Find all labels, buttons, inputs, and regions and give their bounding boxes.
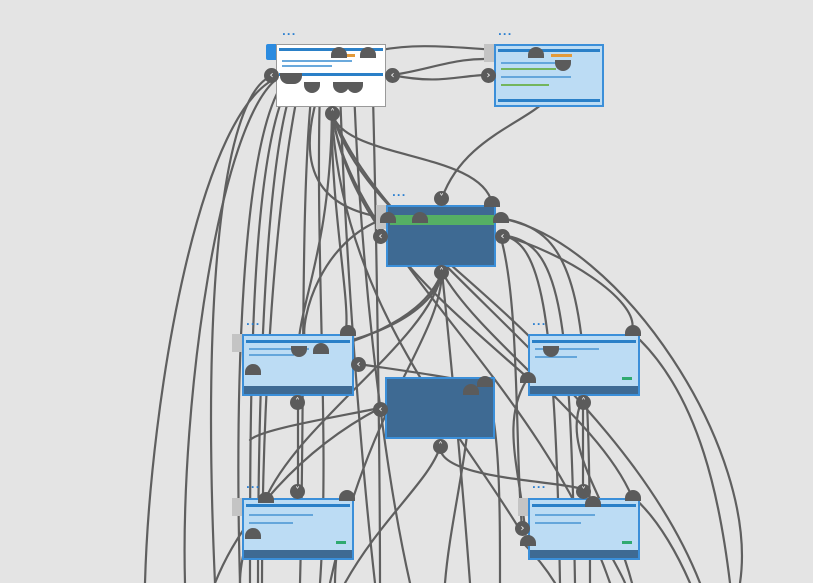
connection-port[interactable]: [280, 73, 302, 84]
chevron-down-icon[interactable]: ˅: [576, 484, 591, 499]
chevron-up-icon[interactable]: ˄: [434, 265, 449, 280]
connection-port[interactable]: [520, 535, 536, 546]
connection-port[interactable]: [331, 47, 347, 58]
thumb-row: [501, 84, 549, 86]
connection-port[interactable]: [493, 212, 509, 223]
chevron-up-icon[interactable]: ˄: [325, 106, 340, 121]
thumb-button: [336, 541, 346, 544]
thumb-row: [249, 514, 313, 516]
node-menu-dots[interactable]: ...: [246, 318, 260, 328]
thumb-footer: [244, 550, 352, 558]
thumb-header-bar: [246, 504, 350, 507]
connector: [640, 340, 730, 583]
chevron-left-icon[interactable]: ‹: [264, 68, 279, 83]
connector: [332, 112, 520, 530]
chevron-left-icon[interactable]: ‹: [385, 68, 400, 83]
chevron-left-icon[interactable]: ‹: [373, 229, 388, 244]
connector: [633, 497, 690, 583]
thumb-row: [501, 62, 561, 64]
node-menu-dots[interactable]: ...: [246, 481, 260, 491]
thumb-footer-bar: [498, 99, 600, 102]
chevron-left-icon[interactable]: ‹: [373, 402, 388, 417]
thumb-row: [535, 514, 595, 516]
chevron-up-icon[interactable]: ˄: [576, 395, 591, 410]
chevron-right-icon[interactable]: ›: [515, 521, 530, 536]
connector: [332, 112, 700, 583]
connection-port[interactable]: [340, 325, 356, 336]
connector: [345, 447, 440, 583]
node-menu-dots[interactable]: ...: [392, 189, 406, 199]
thumb-header-bar: [498, 49, 600, 52]
node-menu-dots[interactable]: ...: [532, 481, 546, 491]
thumb-highlight-bar: [551, 54, 572, 57]
connection-port[interactable]: [477, 376, 493, 387]
connection-port[interactable]: [625, 325, 641, 336]
connection-port[interactable]: [339, 490, 355, 501]
thumb-row: [249, 354, 294, 356]
node-menu-dots[interactable]: ...: [282, 28, 296, 38]
chevron-right-icon[interactable]: ›: [481, 68, 496, 83]
connection-port[interactable]: [245, 364, 261, 375]
connection-port[interactable]: [412, 212, 428, 223]
chevron-down-icon[interactable]: ˅: [434, 191, 449, 206]
connection-port[interactable]: [484, 196, 500, 207]
thumb-footer: [530, 550, 638, 558]
thumb-button: [622, 377, 632, 380]
thumb-tab-strip: [390, 215, 494, 225]
connection-port[interactable]: [245, 528, 261, 539]
connector: [372, 60, 380, 583]
screen-node-thumbnail[interactable]: [494, 44, 604, 107]
thumb-row: [501, 76, 571, 78]
connector: [298, 112, 332, 350]
thumb-header-bar: [532, 504, 636, 507]
screen-node-thumbnail[interactable]: [528, 498, 640, 560]
thumb-footer: [244, 386, 352, 394]
connection-port[interactable]: [520, 372, 536, 383]
chevron-down-icon[interactable]: ˅: [290, 484, 305, 499]
connection-port[interactable]: [380, 212, 396, 223]
connector: [354, 88, 410, 583]
chevron-up-icon[interactable]: ˄: [433, 439, 448, 454]
screen-node-thumbnail[interactable]: [242, 498, 354, 560]
connection-port[interactable]: [360, 47, 376, 58]
connection-port[interactable]: [625, 490, 641, 501]
screen-node-thumbnail[interactable]: [528, 334, 640, 396]
thumb-row: [535, 356, 577, 358]
connection-port[interactable]: [313, 343, 329, 354]
thumb-row: [282, 65, 332, 67]
node-selected-tab[interactable]: [266, 44, 276, 60]
thumb-row: [282, 60, 352, 62]
connector: [392, 75, 488, 79]
chevron-up-icon[interactable]: ˄: [290, 395, 305, 410]
connector: [500, 235, 633, 330]
connection-port[interactable]: [528, 47, 544, 58]
connection-port[interactable]: [463, 384, 479, 395]
thumb-row: [249, 522, 293, 524]
thumb-footer: [530, 386, 638, 394]
thumb-header-bar: [532, 340, 636, 343]
thumb-header-bar: [246, 340, 350, 343]
screen-node-thumbnail[interactable]: [242, 334, 354, 396]
node-menu-dots[interactable]: ...: [498, 28, 512, 38]
screen-node-thumbnail[interactable]: [386, 205, 496, 267]
node-menu-dots[interactable]: ...: [532, 318, 546, 328]
connection-port[interactable]: [258, 492, 274, 503]
chevron-left-icon[interactable]: ‹: [351, 357, 366, 372]
chevron-left-icon[interactable]: ‹: [495, 229, 510, 244]
node-side-tab: [484, 44, 494, 62]
thumb-button: [622, 541, 632, 544]
thumb-row: [501, 68, 556, 70]
thumb-row: [535, 522, 581, 524]
